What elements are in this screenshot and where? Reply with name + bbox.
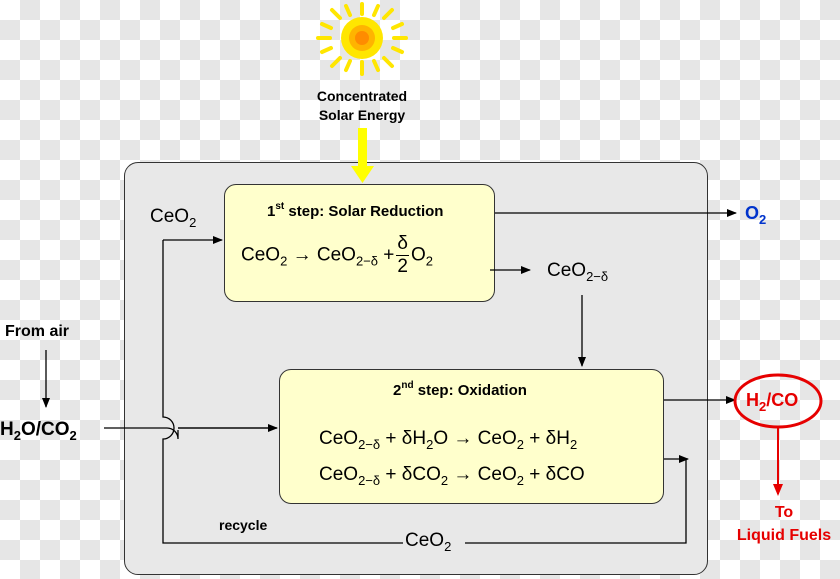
eq-fraction-numerator: δ bbox=[396, 233, 409, 256]
sun-icon bbox=[316, 2, 408, 76]
eq-term: + δH bbox=[380, 428, 427, 449]
oxidation-step-box bbox=[279, 369, 664, 504]
eq-subscript: 2 bbox=[569, 437, 578, 452]
step2-equation-water: CeO2−δ + δH2O → CeO2 + δH2 bbox=[319, 428, 577, 452]
solar-input-arrow bbox=[351, 128, 374, 183]
eq-subscript: 2 bbox=[516, 437, 524, 452]
step1-title-number: 1 bbox=[267, 203, 276, 220]
ceria-input-sub: 2 bbox=[189, 215, 197, 230]
step1-title-text: step: Solar Reduction bbox=[284, 203, 444, 220]
eq-term: O bbox=[433, 428, 449, 449]
eq-subscript: 2 bbox=[426, 437, 434, 452]
eq-term: CeO bbox=[319, 464, 359, 485]
step2-equation-co2: CeO2−δ + δCO2 → CeO2 + δCO bbox=[319, 464, 585, 488]
feed-label-a-sub: 2 bbox=[13, 428, 21, 443]
reduced-ceria-sub: 2−δ bbox=[586, 269, 609, 284]
feed-label: H2O/CO2 bbox=[0, 419, 77, 443]
eq-term: + δH bbox=[523, 428, 570, 449]
feed-label-b: O/CO bbox=[20, 419, 70, 440]
eq-term: CeO bbox=[477, 428, 517, 449]
eq-plus: + bbox=[383, 244, 395, 266]
step1-title: 1st step: Solar Reduction bbox=[267, 201, 443, 220]
reduced-ceria-label: CeO2−δ bbox=[547, 260, 608, 284]
eq-arrow: → bbox=[292, 244, 312, 266]
ceria-recycle-label: CeO2 bbox=[405, 530, 451, 554]
product-label-b: /CO bbox=[766, 390, 799, 410]
feed-line bbox=[104, 427, 277, 440]
solar-reduction-step-box bbox=[224, 184, 495, 302]
eq-subscript: 2−δ bbox=[355, 253, 379, 269]
eq-arrow: → bbox=[453, 428, 473, 449]
liquid-fuels-label: To Liquid Fuels bbox=[728, 501, 840, 547]
eq-term: CeO bbox=[319, 428, 359, 449]
oxygen-output-label: O2 bbox=[745, 203, 766, 227]
reduced-ceria-main: CeO bbox=[547, 260, 587, 281]
solar-energy-label: Concentrated Solar Energy bbox=[300, 87, 424, 125]
feed-label-a: H bbox=[0, 419, 14, 440]
eq-subscript: 2 bbox=[516, 473, 524, 488]
ceria-input-main: CeO bbox=[150, 206, 190, 227]
from-air-label: From air bbox=[5, 323, 70, 340]
eq-subscript: 2 bbox=[280, 253, 288, 269]
eq-subscript: 2 bbox=[440, 473, 449, 488]
eq-subscript: 2−δ bbox=[358, 473, 381, 488]
eq-term: + δCO bbox=[380, 464, 441, 485]
feed-label-b-sub: 2 bbox=[69, 428, 77, 443]
ceria-input-label: CeO2 bbox=[150, 206, 196, 230]
step2-title-text: step: Oxidation bbox=[413, 382, 527, 399]
liquid-fuels-text: Liquid Fuels bbox=[736, 527, 832, 544]
product-label: H2/CO bbox=[746, 390, 798, 414]
recycle-loop-left bbox=[162, 240, 403, 544]
step1-title-ordinal: st bbox=[275, 201, 285, 212]
eq-fraction-denominator: 2 bbox=[397, 256, 408, 277]
eq-arrow: → bbox=[453, 464, 473, 485]
step2-title: 2nd step: Oxidation bbox=[393, 380, 527, 399]
oxygen-main: O bbox=[745, 203, 760, 223]
solar-energy-label-line2: Solar Energy bbox=[318, 107, 406, 123]
eq-term: + δCO bbox=[523, 464, 585, 485]
recycle-label: recycle bbox=[219, 517, 268, 533]
ceria-recycle-main: CeO bbox=[405, 530, 445, 551]
step2-title-number: 2 bbox=[393, 382, 402, 399]
eq-term: CeO bbox=[477, 464, 517, 485]
eq-term: CeO bbox=[241, 244, 281, 266]
liquid-fuels-to: To bbox=[774, 504, 794, 521]
solar-energy-label-line1: Concentrated bbox=[316, 88, 408, 104]
eq-subscript: 2 bbox=[425, 253, 433, 269]
product-label-a: H bbox=[746, 390, 759, 410]
ceria-recycle-sub: 2 bbox=[444, 539, 452, 554]
product-label-a-sub: 2 bbox=[759, 399, 767, 414]
recycle-loop-right bbox=[465, 459, 687, 544]
eq-subscript: 2−δ bbox=[358, 437, 381, 452]
eq-term: CeO bbox=[316, 244, 356, 266]
eq-term: O bbox=[410, 244, 426, 266]
oxygen-sub: 2 bbox=[759, 212, 767, 227]
step2-title-ordinal: nd bbox=[401, 380, 414, 391]
